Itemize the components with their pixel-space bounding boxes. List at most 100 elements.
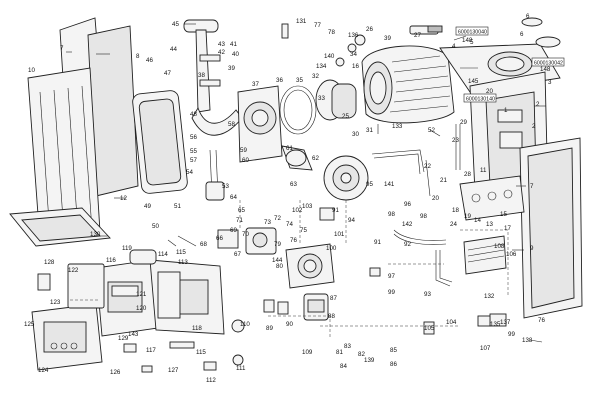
callout: 95: [366, 181, 373, 188]
callout: 25: [342, 113, 349, 120]
callout: 74: [286, 221, 293, 228]
callout: 15: [500, 211, 507, 218]
callout: 4: [452, 43, 456, 50]
callout: 34: [350, 51, 357, 58]
callout: 124: [38, 367, 49, 374]
callout: 111: [236, 365, 246, 372]
callout: 9: [530, 245, 534, 252]
small-fittings: [37, 23, 507, 373]
callout: 145: [468, 78, 479, 85]
callout: 66: [216, 235, 223, 242]
callout: 113: [178, 259, 188, 266]
expansion-vessel: [132, 90, 188, 194]
callout: 122: [68, 267, 79, 274]
callout: 65: [238, 207, 245, 214]
callout: 43: [218, 41, 225, 48]
callout: 96: [404, 201, 411, 208]
callout: 40: [232, 51, 239, 58]
callout: 112: [206, 377, 216, 384]
callout: 114: [158, 251, 168, 258]
callout: 57: [190, 157, 197, 164]
callout: 42: [218, 49, 225, 56]
callout: 6: [520, 31, 524, 38]
callout: 98: [388, 211, 395, 218]
callout: 29: [460, 119, 467, 126]
heat-exchanger: [361, 45, 455, 124]
callout: 141: [384, 181, 395, 188]
callout: 103: [302, 203, 313, 210]
callout: 140: [324, 53, 335, 60]
callout: 14: [474, 217, 481, 224]
callout: 107: [480, 345, 491, 352]
callout: 106: [506, 251, 517, 258]
callout: 55: [190, 148, 197, 155]
callout: 71: [236, 217, 243, 224]
callout: 102: [292, 207, 303, 214]
part-code-label: 6000130140: [466, 97, 495, 103]
pump-body: [285, 243, 335, 289]
callout: 87: [330, 295, 337, 302]
front-fascia: [31, 303, 103, 371]
part-code-box-2: 6000130042: [531, 57, 565, 67]
callout: 80: [276, 263, 283, 270]
callout: 115: [176, 249, 186, 256]
callout: 143: [128, 331, 139, 338]
callout: 130: [90, 231, 101, 238]
callout: 135: [490, 321, 501, 328]
flue-pipe: [183, 19, 243, 136]
plate-exchanger: [463, 235, 507, 275]
callout: 49: [144, 203, 151, 210]
callout: 53: [222, 183, 229, 190]
callout: 59: [240, 147, 247, 154]
callout: 132: [484, 293, 495, 300]
callout: 98: [420, 213, 427, 220]
callout: 35: [296, 77, 303, 84]
callout: 1: [504, 107, 508, 114]
callout: 30: [352, 131, 359, 138]
callout: 85: [390, 347, 397, 354]
part-code-label: 6000130042: [534, 61, 563, 67]
callout: 110: [240, 321, 250, 328]
side-panel-right: [519, 137, 583, 319]
callout: 21: [440, 177, 447, 184]
callout: 136: [348, 32, 359, 39]
bottom-tray: [9, 207, 111, 247]
callout: 77: [314, 22, 321, 29]
callout: 23: [452, 137, 459, 144]
callout: 148: [462, 37, 473, 44]
callout: 88: [328, 313, 335, 320]
callout: 63: [290, 181, 297, 188]
callout: 45: [172, 21, 179, 28]
callout: 39: [228, 65, 235, 72]
callout: 39: [384, 35, 391, 42]
callout: 101: [334, 231, 345, 238]
callout: 104: [446, 319, 457, 326]
side-panel-left: [27, 17, 139, 243]
callout: 44: [170, 46, 177, 53]
part-code-box-3: 6000130140: [463, 93, 497, 103]
callout: 61: [286, 145, 293, 152]
callout: 79: [274, 241, 281, 248]
callout: 10: [28, 67, 35, 74]
callout: 82: [358, 351, 365, 358]
callout: 36: [276, 77, 283, 84]
callout: 18: [452, 207, 459, 214]
hydraulic-block: [459, 175, 525, 221]
callout: 22: [424, 163, 431, 170]
callout: 70: [242, 231, 249, 238]
part-code-label: 6000130040: [458, 30, 487, 36]
callout: 93: [424, 291, 431, 298]
callout: 84: [340, 363, 347, 370]
burner-assembly: [237, 79, 357, 163]
callout: 48: [190, 111, 197, 118]
callout: 16: [352, 63, 359, 70]
callout: 2: [532, 123, 536, 130]
pipework: [177, 124, 461, 287]
callout: 131: [296, 18, 307, 25]
callout: 27: [414, 32, 421, 39]
callout: 3: [548, 79, 552, 86]
callout: 105: [424, 325, 435, 332]
dashed-connections: [68, 200, 509, 338]
